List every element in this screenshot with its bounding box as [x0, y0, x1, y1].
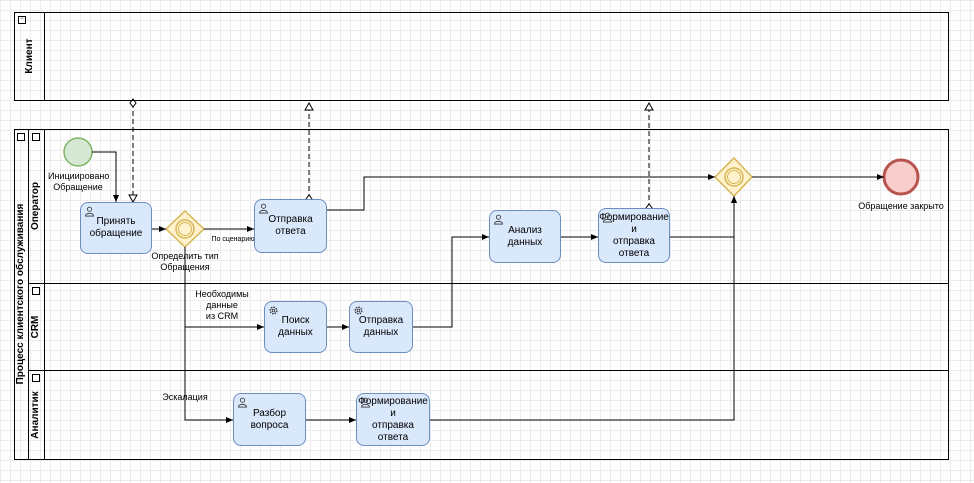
task-form-send-operator[interactable]: Формирование и отправка ответа — [598, 208, 670, 263]
lane-operator-header — [29, 130, 45, 283]
task-label: Анализ данных — [507, 224, 543, 248]
task-analyze-data[interactable]: Анализ данных — [489, 210, 561, 263]
flow-send-answer-to-merge[interactable] — [327, 174, 715, 211]
user-icon — [258, 203, 269, 214]
collapse-icon[interactable] — [32, 133, 40, 141]
flow-label-crm-needed: Необходимы данные из CRM — [195, 289, 249, 321]
flow-start-to-accept[interactable] — [92, 151, 119, 202]
pool-client-label: Клиент — [24, 38, 35, 74]
task-label: Отправка ответа — [268, 214, 313, 237]
lane-analyst-header — [29, 371, 45, 459]
task-search-data[interactable]: Поиск данных — [264, 301, 327, 353]
pool-client: − — [14, 12, 949, 101]
flow-label-by-scenario: По сценарию — [211, 236, 255, 243]
collapse-icon[interactable]: − — [18, 16, 26, 24]
user-icon — [84, 206, 95, 217]
task-label: Поиск данных — [278, 315, 313, 338]
collapse-icon[interactable] — [32, 374, 40, 382]
task-label: Формирование и отправка ответа — [599, 211, 669, 259]
task-label: Разбор вопроса — [250, 407, 289, 431]
flow-label-escalation: Эскалация — [162, 392, 208, 402]
task-label: Отправка данных — [358, 315, 404, 338]
task-send-answer[interactable]: Отправка ответа — [254, 199, 327, 253]
gateway-label: Определить тип Обращения — [151, 251, 219, 272]
task-form-send-analyst[interactable]: Формирование и отправка ответа — [356, 393, 430, 446]
lane-crm-label: CRM — [30, 315, 41, 339]
lane-crm — [28, 283, 949, 371]
end-event-label: Обращение закрыто — [858, 201, 944, 211]
gear-icon — [269, 306, 278, 315]
lane-operator-label: Оператор — [30, 181, 41, 231]
user-icon — [493, 214, 504, 225]
user-icon — [237, 397, 248, 408]
flow-gateway-to-review[interactable] — [184, 327, 233, 423]
user-icon — [602, 212, 613, 223]
decision-gateway[interactable] — [164, 209, 206, 249]
collapse-icon[interactable] — [17, 133, 25, 141]
task-accept-request[interactable]: Принять обращение — [80, 202, 152, 254]
start-event-label: Инициировано Обращение — [48, 171, 110, 192]
task-label: Формирование и отправка ответа — [358, 395, 428, 443]
task-label: Принять обращение — [89, 216, 143, 239]
flow-analyst-form-send-to-merge[interactable] — [430, 196, 737, 421]
lane-analyst — [28, 370, 949, 460]
task-send-data[interactable]: Отправка данных — [349, 301, 413, 353]
pool-process-label: Процесс клиентского обслуживания — [15, 203, 26, 385]
task-review-question[interactable]: Разбор вопроса — [233, 393, 306, 446]
gear-icon — [354, 306, 363, 315]
lane-crm-header — [29, 284, 45, 370]
collapse-icon[interactable] — [32, 287, 40, 295]
lane-analyst-label: Аналитик — [30, 391, 41, 439]
pool-client-header — [15, 13, 45, 100]
user-icon — [360, 397, 371, 408]
flow-send-data-to-analyze[interactable] — [413, 234, 489, 328]
